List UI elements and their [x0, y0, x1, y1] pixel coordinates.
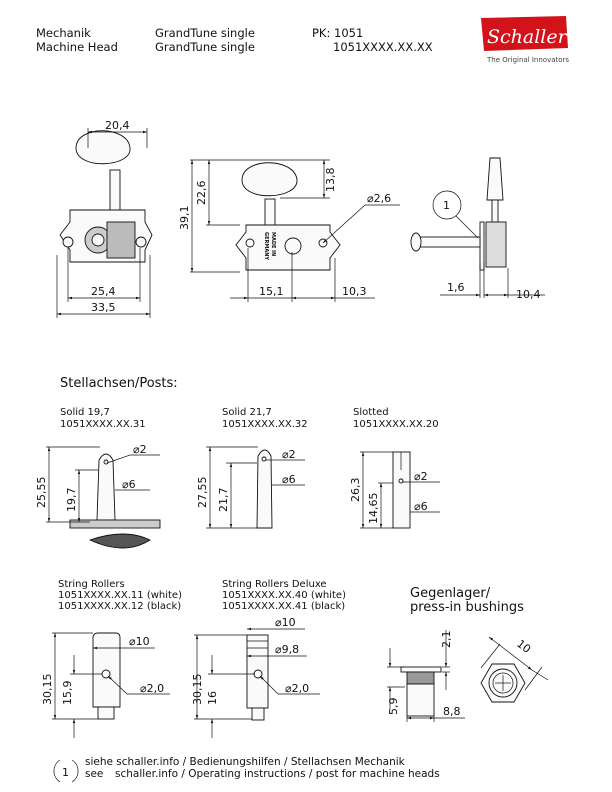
- roller-code-black: 1051XXXX.XX.12 (black): [58, 601, 181, 612]
- posts-title: Stellachsen/Posts:: [60, 376, 178, 391]
- dim-total: 30,15: [41, 674, 54, 706]
- bushings-title-de: Gegenlager/: [410, 586, 491, 601]
- schaller-logo: Schaller The Original Innovators: [481, 16, 569, 64]
- dim-dia: ⌀6: [414, 500, 428, 513]
- post-code: 1051XXXX.XX.20: [353, 419, 439, 430]
- dim-total: 25,55: [35, 477, 48, 509]
- string-rollers-deluxe: String Rollers Deluxe 1051XXXX.XX.40 (wh…: [191, 579, 346, 738]
- post-slotted: Slotted 1051XXXX.XX.20 26,3 14,65 ⌀2 ⌀6: [349, 407, 440, 529]
- dim-knob-width: 20,4: [105, 119, 130, 132]
- footnote-line-en: schaller.info / Operating instructions /…: [115, 768, 440, 780]
- dim-side-post-offset: 1,6: [447, 281, 465, 294]
- dim-dia-body: ⌀9,8: [275, 643, 299, 656]
- dim-hex: 10: [514, 637, 533, 656]
- stamp-germany: GERMANY: [263, 232, 269, 260]
- dim-height: 14,65: [367, 493, 380, 525]
- roller-name: String Rollers Deluxe: [222, 579, 327, 590]
- shaft: [109, 169, 121, 211]
- dim-total: 26,3: [349, 478, 362, 503]
- post-solid-19-7: Solid 19,7 1051XXXX.XX.31 25,55 19,7 ⌀2 …: [35, 407, 161, 549]
- dim-total: 27,55: [196, 477, 209, 509]
- label-de: Mechanik: [36, 26, 91, 40]
- dim-height: 21,7: [217, 488, 230, 513]
- dim-height: 5,9: [387, 698, 400, 716]
- dim-hole-height: 16: [206, 691, 219, 705]
- dim-hole-height: 15,9: [61, 681, 74, 706]
- logo-text: Schaller: [487, 26, 569, 48]
- product-de: GrandTune single: [155, 26, 255, 40]
- logo-tagline: The Original Innovators: [486, 56, 569, 64]
- header: Mechanik Machine Head GrandTune single G…: [36, 16, 569, 64]
- dim-hole: ⌀2: [414, 470, 428, 483]
- footnote: 1 siehe schaller.info / Bedienungshilfen…: [53, 756, 440, 783]
- product-en: GrandTune single: [155, 40, 255, 54]
- roller-name: String Rollers: [58, 579, 125, 590]
- roller-code-white: 1051XXXX.XX.11 (white): [58, 590, 182, 601]
- knob: [75, 130, 131, 165]
- roller-code-black: 1051XXXX.XX.41 (black): [222, 601, 345, 612]
- dim-flange: 2,1: [440, 631, 453, 649]
- footnote-line-de: siehe schaller.info / Bedienungshilfen /…: [85, 756, 406, 768]
- dim-side-depth: 10,4: [516, 288, 541, 301]
- press-in-bushings: Gegenlager/ press-in bushings 2,1 5,9 8,…: [387, 586, 549, 722]
- post-name: Solid 21,7: [222, 407, 272, 418]
- dim-plate-width: 33,5: [91, 301, 116, 314]
- dim-total-height: 39,1: [178, 206, 191, 231]
- footnote-circle: [53, 759, 79, 783]
- dim-hole: ⌀2,0: [285, 682, 309, 695]
- dim-hole: ⌀2: [133, 443, 147, 456]
- pk-number: PK: 1051: [312, 26, 363, 40]
- string-rollers: String Rollers 1051XXXX.XX.11 (white) 10…: [41, 579, 182, 738]
- dim-hole-dia: ⌀2,6: [367, 192, 391, 205]
- post-name: Slotted: [353, 407, 389, 418]
- roller-code-white: 1051XXXX.XX.40 (white): [222, 590, 346, 601]
- footnote-see: see: [85, 768, 103, 780]
- dim-hole: ⌀2,0: [140, 682, 164, 695]
- bushings-title-en: press-in bushings: [410, 600, 524, 615]
- dim-dia: ⌀6: [122, 478, 136, 491]
- post-code: 1051XXXX.XX.32: [222, 419, 308, 430]
- dim-hole-spacing: 25,4: [91, 285, 116, 298]
- post-name: Solid 19,7: [60, 407, 110, 418]
- callout-circle: [432, 190, 462, 220]
- dim-knob-to-shaft: 13,8: [324, 168, 337, 193]
- dim-total: 30,15: [191, 674, 204, 706]
- post-code: 1051XXXX.XX.31: [60, 419, 146, 430]
- dim-dia: 8,8: [443, 705, 461, 718]
- side-view: 1 1,6 10,4: [410, 157, 545, 301]
- dim-dia: ⌀6: [282, 473, 296, 486]
- stamp-made-in: MADE IN: [270, 232, 276, 256]
- dim-dia-top: ⌀10: [275, 616, 296, 629]
- dim-knob-height: 22,6: [195, 181, 208, 206]
- dim-post-offset: 15,1: [259, 285, 284, 298]
- dim-height: 19,7: [65, 488, 78, 513]
- front-view: 20,4 25,4 33,5: [56, 119, 153, 318]
- callout-number: 1: [443, 199, 450, 212]
- knob-side: [486, 157, 504, 201]
- dim-hole: ⌀2: [282, 448, 296, 461]
- post-solid-21-7: Solid 21,7 1051XXXX.XX.32 27,55 21,7 ⌀2 …: [196, 407, 308, 529]
- dim-dia: ⌀10: [129, 635, 150, 648]
- dim-hole-offset: 10,3: [342, 285, 367, 298]
- article-number: 1051XXXX.XX.XX: [333, 40, 433, 54]
- back-view: MADE IN GERMANY 39,1 22,6 13,8 ⌀2,6 15,1…: [178, 159, 400, 302]
- label-en: Machine Head: [36, 40, 118, 54]
- knob: [241, 162, 298, 197]
- footnote-number: 1: [62, 766, 69, 779]
